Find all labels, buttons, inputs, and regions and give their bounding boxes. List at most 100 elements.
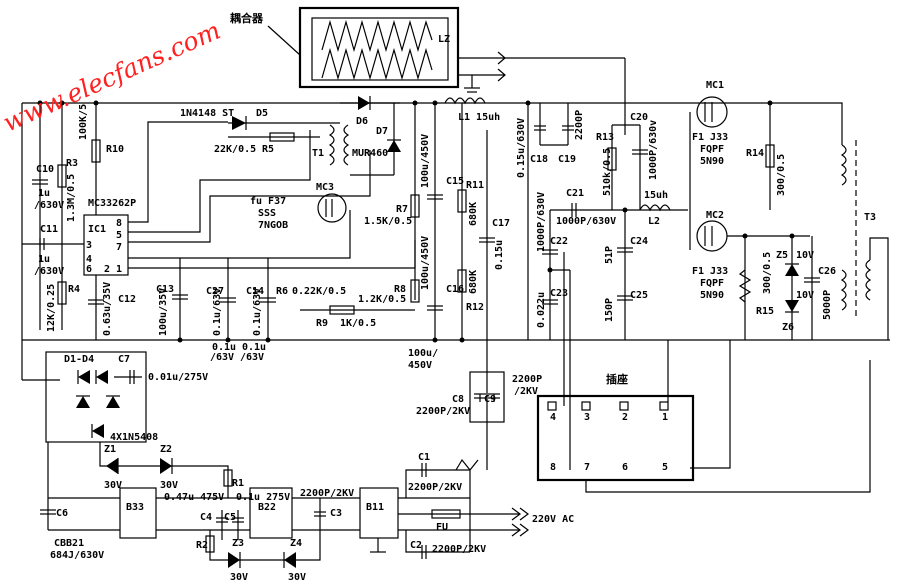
mc1-transistor [696, 96, 728, 128]
dot-16 [789, 233, 795, 239]
mc1-label: MC1 [706, 80, 724, 91]
ac-arrow-1 [511, 507, 521, 521]
dot-11 [432, 337, 438, 343]
r13-value: 510k/0.5 [602, 148, 613, 196]
ac-arrow-2 [511, 523, 521, 537]
r7-value: 1.5K/0.5 [364, 216, 412, 227]
t3-top-link [830, 102, 843, 145]
z3-z4-wire [209, 530, 321, 561]
bridge-box [45, 351, 147, 443]
c2-wire [405, 530, 470, 553]
b11-choke [359, 487, 399, 539]
c7-label: C7 [118, 354, 130, 365]
r10-body [91, 139, 101, 163]
r13-label: R13 [596, 132, 614, 143]
c1-label: C1 [418, 452, 430, 463]
c12-value: 0.63u/35V [102, 282, 113, 336]
r11-label: R11 [466, 180, 484, 191]
z4-value: 30V [288, 572, 306, 583]
fuse-label: FU [436, 522, 448, 533]
ic-pin-3: 3 [86, 240, 92, 251]
d4-diode [106, 396, 120, 408]
d7-label: D7 [376, 126, 388, 137]
coupler-pointer [267, 25, 301, 56]
mc3-type: fu F37 [250, 196, 286, 207]
dot-12 [459, 337, 465, 343]
c-047-value: 0.47u 475V [164, 492, 224, 503]
socket-hole-3 [581, 401, 591, 411]
d5-label: D5 [256, 108, 268, 119]
t3-secondary [865, 259, 872, 301]
c27-value: 0.1u/63V [212, 288, 223, 336]
c11-label: C11 [40, 224, 58, 235]
b22-choke [249, 487, 293, 539]
ic1 [83, 214, 129, 276]
dot-6 [525, 100, 531, 106]
socket-box [536, 394, 695, 482]
socket-pin-6: 6 [622, 462, 628, 473]
earth-symbol [455, 458, 479, 471]
c27-extra-2: /63V [210, 352, 234, 363]
trace-pin5 [128, 130, 311, 233]
socket-pin-4: 4 [550, 412, 556, 423]
dot-2 [59, 100, 65, 106]
b22-label: B22 [258, 502, 276, 513]
t3-label: T3 [864, 212, 876, 223]
socket-link-5 [690, 340, 731, 469]
socket-pin-5: 5 [662, 462, 668, 473]
r11-body [457, 189, 467, 213]
c4-label: C4 [200, 512, 212, 523]
c10-value-1: 1u [38, 188, 50, 199]
r14-value: 300/0.5 [776, 154, 787, 196]
r7-body [410, 194, 420, 218]
b11-label: B11 [366, 502, 384, 513]
c27-extra-1: 0.1u [212, 342, 236, 353]
mc3-label: MC3 [316, 182, 334, 193]
z5-label: Z5 [776, 250, 788, 261]
ac-arrow-4 [519, 523, 529, 537]
dot-15 [742, 233, 748, 239]
c15-value: 100u/450V [420, 134, 431, 188]
ic1-label: IC1 [88, 224, 106, 235]
c11-value-1: 1u [38, 254, 50, 265]
dot-10 [265, 337, 271, 343]
t1-primary [328, 124, 335, 166]
ic-pin-7: 7 [116, 242, 122, 253]
socket-pin-3: 3 [584, 412, 590, 423]
z2-value: 30V [160, 480, 178, 491]
l1-coil [444, 97, 486, 105]
r3-body [57, 164, 67, 188]
d3-diode [76, 396, 90, 408]
mc2-type: F1 J33 [692, 266, 728, 277]
c16-label: C16 [446, 284, 464, 295]
z1-value: 30V [104, 480, 122, 491]
r15-label: R15 [756, 306, 774, 317]
c14-extra-2: /63V [240, 352, 264, 363]
r2-label: R2 [196, 540, 208, 551]
d5-type: 1N4148 ST [180, 108, 234, 119]
socket-pin-1: 1 [662, 412, 668, 423]
watermark: www.elecfans.com [0, 16, 225, 138]
r6-label: R6 [276, 286, 288, 297]
dot-7 [767, 100, 773, 106]
r13-body [607, 147, 617, 171]
r14-label: R14 [746, 148, 764, 159]
c9-value-1: 2200P [512, 374, 542, 385]
c23-value: 0.022u [536, 292, 547, 328]
c21-value: 1000P/630V [556, 216, 616, 227]
r9-label: R9 [316, 318, 328, 329]
trace-pin2 [128, 240, 416, 269]
coupler-coil-bottom [321, 47, 433, 81]
r14-body [765, 144, 775, 168]
coupler-inner [311, 17, 449, 81]
wiring: L1 15uh C10 1u /630V R3 1.3M/0.5 R10 100… [21, 51, 890, 583]
c14-value: 0.1u/63V [252, 288, 263, 336]
z6-value: 10V [796, 290, 814, 301]
r5-value: 22K/0.5 [214, 144, 256, 155]
ic-pin-1: 1 [116, 264, 122, 275]
dot-9 [225, 337, 231, 343]
c25-label: C25 [630, 290, 648, 301]
c10-value-2: /630V [34, 200, 64, 211]
z3-diode [228, 552, 240, 568]
socket-link-7 [585, 360, 871, 493]
